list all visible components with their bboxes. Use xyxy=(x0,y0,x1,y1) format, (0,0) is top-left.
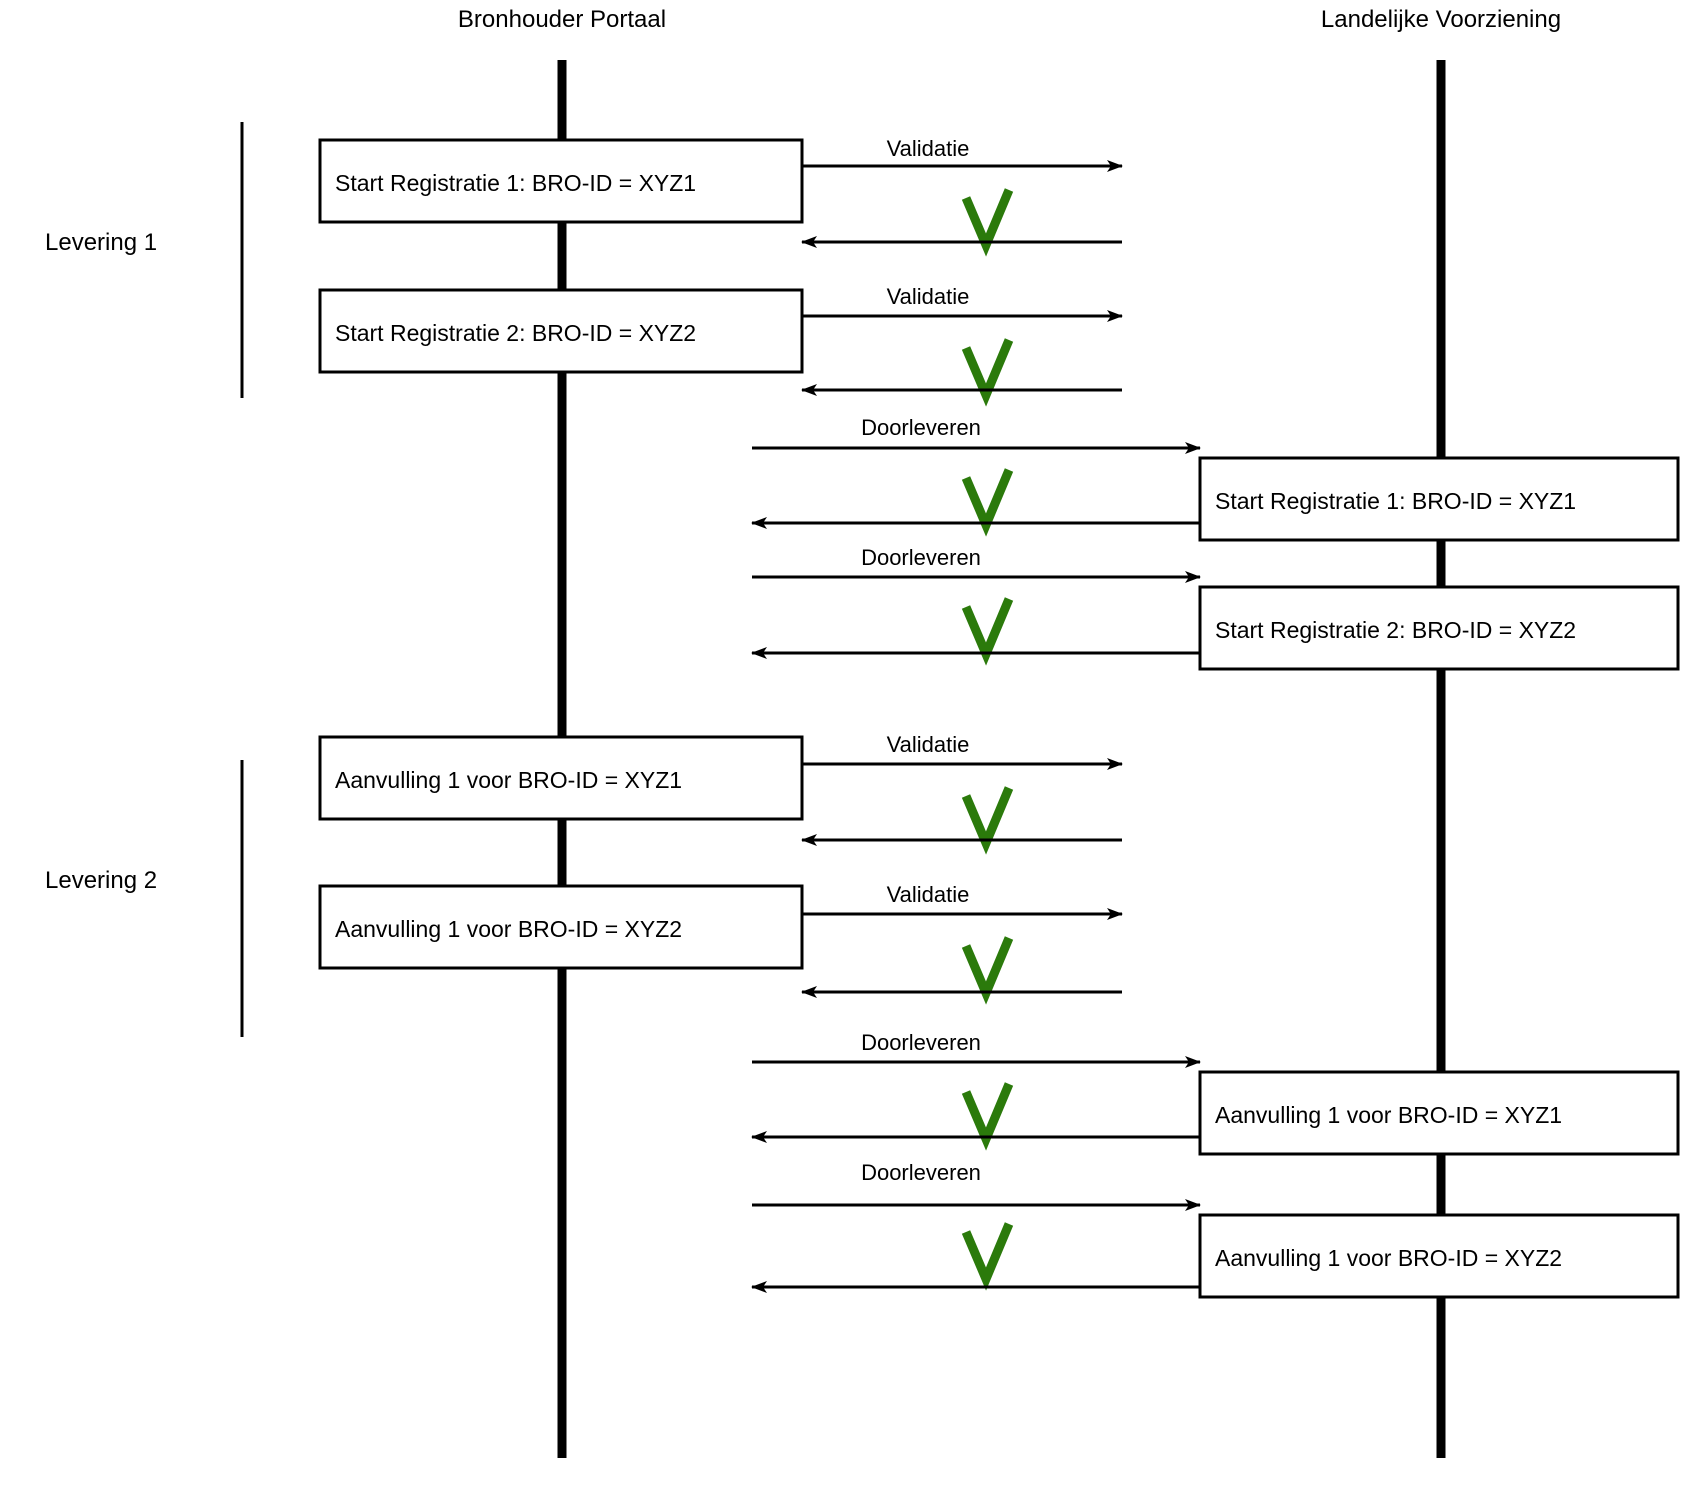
message-label-4: Doorleveren xyxy=(861,415,981,440)
lifeline-header-bronhouder-portaal: Bronhouder Portaal xyxy=(458,6,666,33)
validation-check-icon-2 xyxy=(961,338,1014,407)
validation-check-icon-10 xyxy=(961,936,1014,1005)
lifeline-header-landelijke-voorziening: Landelijke Voorziening xyxy=(1321,6,1561,33)
validation-check-icon-0 xyxy=(961,188,1014,257)
left-message-box-label-3: Aanvulling 1 voor BRO-ID = XYZ2 xyxy=(335,916,682,942)
message-label-2: Validatie xyxy=(887,284,970,309)
validation-check-icon-8 xyxy=(961,786,1014,855)
left-message-box-0 xyxy=(318,138,804,224)
right-message-box-label-1: Start Registratie 2: BRO-ID = XYZ2 xyxy=(1215,617,1576,643)
left-message-box-3 xyxy=(318,884,804,970)
right-message-box-0 xyxy=(1198,456,1680,542)
message-label-14: Doorleveren xyxy=(861,1160,981,1185)
group-label-levering-1: Levering 1 xyxy=(45,229,157,256)
right-message-box-label-0: Start Registratie 1: BRO-ID = XYZ1 xyxy=(1215,488,1576,514)
messages xyxy=(751,160,1201,1293)
left-message-box-label-1: Start Registratie 2: BRO-ID = XYZ2 xyxy=(335,320,696,346)
left-message-box-2 xyxy=(318,735,804,821)
left-message-box-label-2: Aanvulling 1 voor BRO-ID = XYZ1 xyxy=(335,767,682,793)
message-label-0: Validatie xyxy=(887,136,970,161)
left-message-box-1 xyxy=(318,288,804,374)
validation-check-icon-4 xyxy=(961,468,1014,537)
message-label-12: Doorleveren xyxy=(861,1030,981,1055)
validation-check-icon-12 xyxy=(961,1082,1014,1151)
group-label-levering-2: Levering 2 xyxy=(45,867,157,894)
validation-check-icon-14 xyxy=(961,1222,1014,1291)
right-message-box-2 xyxy=(1198,1070,1680,1156)
left-message-box-label-0: Start Registratie 1: BRO-ID = XYZ1 xyxy=(335,170,696,196)
message-boxes xyxy=(318,138,1680,1299)
text-labels: Bronhouder Portaal Landelijke Voorziening… xyxy=(45,6,1576,1271)
message-label-6: Doorleveren xyxy=(861,545,981,570)
message-label-10: Validatie xyxy=(887,882,970,907)
right-message-box-3 xyxy=(1198,1213,1680,1299)
right-message-box-label-2: Aanvulling 1 voor BRO-ID = XYZ1 xyxy=(1215,1102,1562,1128)
validation-check-icon-6 xyxy=(961,597,1014,666)
right-message-box-1 xyxy=(1198,585,1680,671)
message-label-8: Validatie xyxy=(887,732,970,757)
right-message-box-label-3: Aanvulling 1 voor BRO-ID = XYZ2 xyxy=(1215,1245,1562,1271)
